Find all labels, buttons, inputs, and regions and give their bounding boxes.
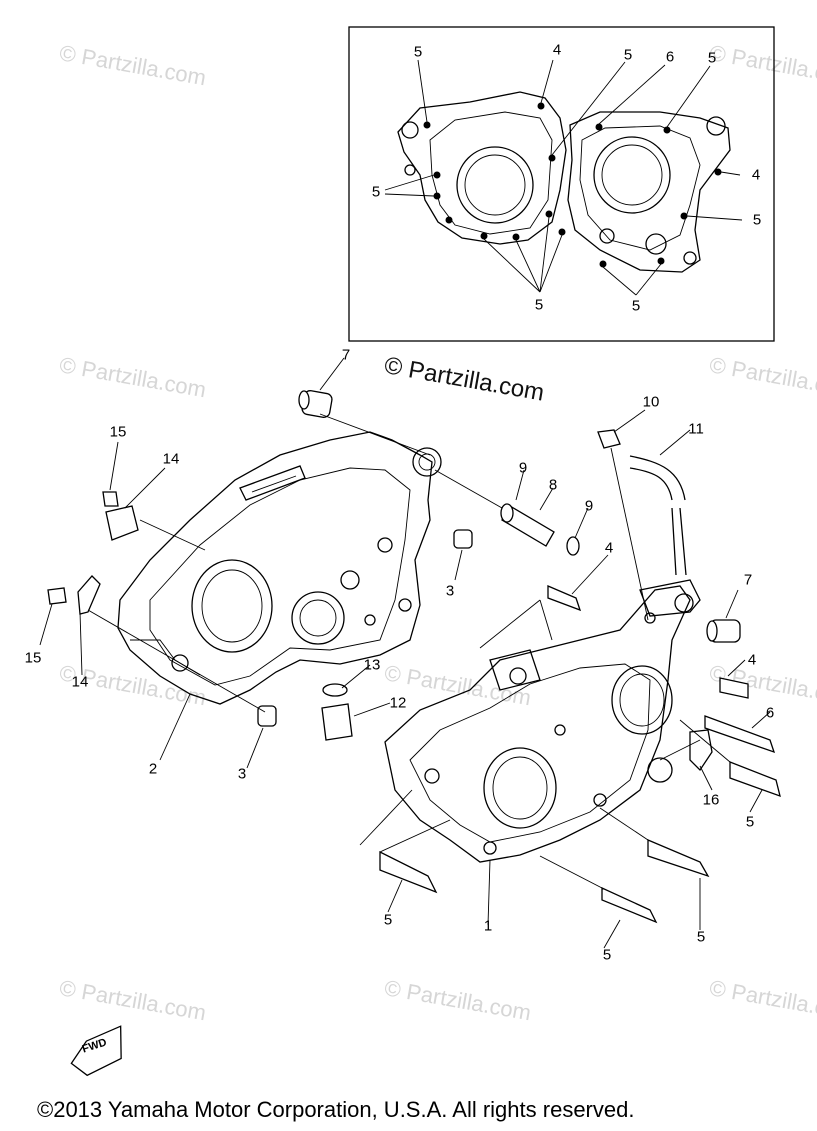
callout-6: 6 (765, 704, 775, 722)
callout-10: 10 (642, 393, 660, 411)
callout-4: 4 (747, 651, 757, 669)
inset-crankcase-drawing (384, 59, 743, 296)
callout-7: 7 (743, 571, 753, 589)
callout-7: 7 (341, 346, 351, 364)
callout-5: 5 (383, 911, 393, 929)
callout-13: 13 (363, 656, 381, 674)
callout-9: 9 (518, 459, 528, 477)
callout-8: 8 (548, 476, 558, 494)
callout-4: 4 (552, 41, 562, 59)
callout-16: 16 (702, 791, 720, 809)
callout-5: 5 (696, 928, 706, 946)
callout-1: 1 (483, 917, 493, 935)
callout-5: 5 (534, 296, 544, 314)
left-crankcase-half (117, 431, 442, 705)
callout-2: 2 (148, 760, 158, 778)
callout-6: 6 (665, 48, 675, 66)
callout-5: 5 (371, 183, 381, 201)
callout-11: 11 (688, 420, 704, 438)
callout-15: 15 (109, 423, 127, 441)
callout-3: 3 (445, 582, 455, 600)
callout-12: 12 (389, 694, 407, 712)
hardware-parts (47, 390, 781, 924)
callout-5: 5 (707, 49, 717, 67)
right-crankcase-half (384, 579, 701, 863)
copyright-notice: ©2013 Yamaha Motor Corporation, U.S.A. A… (37, 1097, 635, 1122)
callout-5: 5 (602, 946, 612, 964)
callout-4: 4 (604, 539, 614, 557)
callout-15: 15 (24, 649, 42, 667)
inset-frame (348, 26, 775, 342)
callout-3: 3 (237, 765, 247, 783)
callout-5: 5 (631, 297, 641, 315)
callout-14: 14 (71, 673, 89, 691)
callout-5: 5 (752, 211, 762, 229)
callout-14: 14 (162, 450, 180, 468)
callout-9: 9 (584, 497, 594, 515)
callout-5: 5 (745, 813, 755, 831)
callout-4: 4 (751, 166, 761, 184)
callout-5: 5 (623, 46, 633, 64)
leader-lines (39, 357, 771, 949)
callout-5: 5 (413, 43, 423, 61)
fwd-arrow-icon (70, 1025, 122, 1077)
